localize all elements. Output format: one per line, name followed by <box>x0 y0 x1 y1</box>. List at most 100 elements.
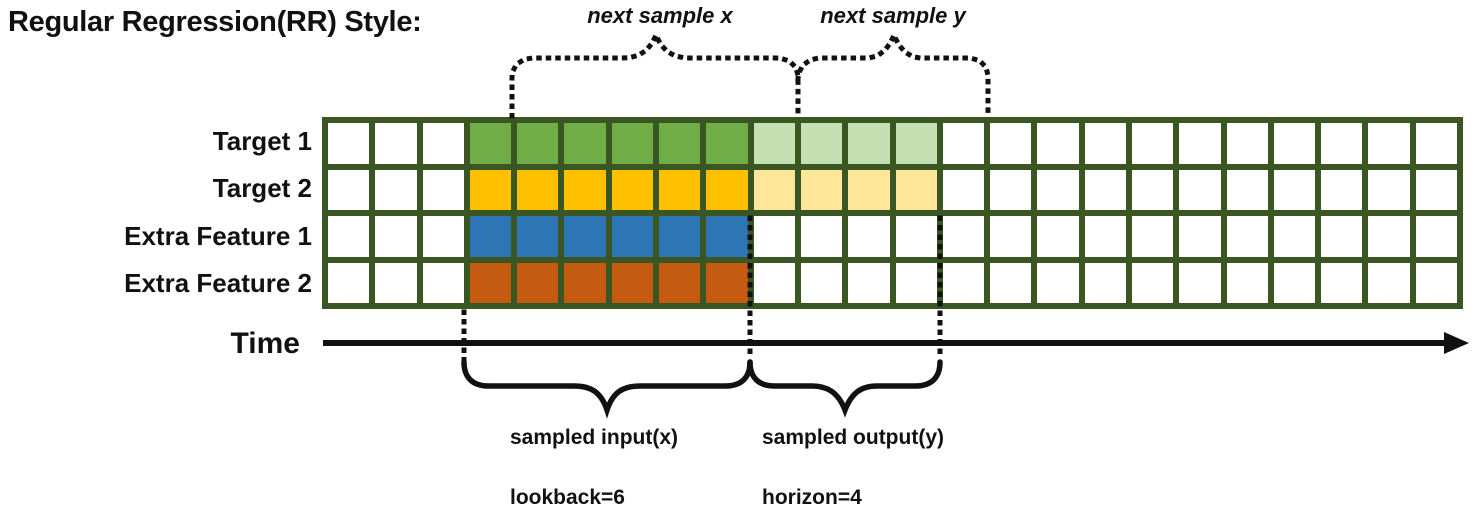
grid-cell <box>1226 123 1268 164</box>
grid-cell <box>375 216 417 257</box>
grid-cell <box>564 262 606 303</box>
grid-cell <box>1368 169 1410 210</box>
grid-cell <box>611 169 654 210</box>
grid-cell <box>1273 169 1316 210</box>
sampled-output-title: sampled output(y) <box>762 426 944 449</box>
grid-cell <box>1084 216 1126 257</box>
grid-cell <box>753 169 795 210</box>
row-label-target-2: Target 2 <box>212 173 312 203</box>
grid-cell <box>1415 123 1457 164</box>
grid-cell <box>1415 216 1457 257</box>
grid-cell <box>469 169 512 210</box>
grid-cell <box>469 262 512 303</box>
grid-cell <box>1084 123 1126 164</box>
grid-cell <box>753 123 795 164</box>
grid-cell <box>1368 123 1410 164</box>
grid-cell <box>469 123 512 164</box>
grid-cell <box>942 216 985 257</box>
horizon-value: horizon=4 <box>762 486 862 509</box>
grid-cell <box>328 216 370 257</box>
grid-cell <box>611 123 654 164</box>
grid-cell <box>800 216 843 257</box>
grid-cell <box>1226 262 1268 303</box>
grid-cell <box>1368 216 1410 257</box>
grid-cell <box>1321 123 1363 164</box>
grid-cell <box>1179 262 1221 303</box>
grid-cell <box>1131 262 1174 303</box>
grid-cell <box>611 216 654 257</box>
grid-cell <box>1179 123 1221 164</box>
sampled-output-brace <box>747 359 943 418</box>
grid-cell <box>942 123 985 164</box>
time-axis-arrowhead <box>1444 332 1469 354</box>
grid-cell <box>1131 169 1174 210</box>
grid-cell <box>942 262 985 303</box>
grid-cell <box>990 216 1032 257</box>
grid-cell <box>1321 216 1363 257</box>
grid-cell <box>800 169 843 210</box>
grid-cell <box>1273 262 1316 303</box>
grid-cell <box>1037 123 1079 164</box>
grid-cell <box>1037 169 1079 210</box>
grid-cell <box>706 169 748 210</box>
grid-cell <box>422 262 464 303</box>
grid-cell <box>1131 123 1174 164</box>
grid-cell <box>564 169 606 210</box>
next-sample-y-brace <box>795 28 991 119</box>
grid-cell <box>1179 169 1221 210</box>
sample-grid <box>322 117 1463 309</box>
row-label-target-1: Target 1 <box>212 126 312 156</box>
grid-cell <box>1084 169 1126 210</box>
time-axis-label: Time <box>230 327 300 360</box>
grid-cell <box>800 262 843 303</box>
grid-cell <box>1273 216 1316 257</box>
grid-cell <box>1037 216 1079 257</box>
grid-cell <box>1321 169 1363 210</box>
sampled-input-annotation: sampled input(x) lookback=6 input_featur… <box>510 423 723 516</box>
grid-cell <box>990 262 1032 303</box>
grid-cell <box>706 216 748 257</box>
grid-cell <box>1226 216 1268 257</box>
grid-cell <box>1037 262 1079 303</box>
grid-cell <box>328 262 370 303</box>
grid-cell <box>895 169 937 210</box>
grid-cell <box>564 216 606 257</box>
grid-cell <box>659 262 701 303</box>
row-label-extra-feature-2: Extra Feature 2 <box>124 268 312 298</box>
next-sample-y-label: next sample y <box>820 3 966 28</box>
grid-cell <box>706 123 748 164</box>
grid-cell <box>1084 262 1126 303</box>
grid-cell <box>1321 262 1363 303</box>
grid-cell <box>753 216 795 257</box>
grid-cell <box>375 123 417 164</box>
grid-cell <box>990 169 1032 210</box>
grid-cell <box>895 262 937 303</box>
grid-cell <box>1273 123 1316 164</box>
grid-cell <box>328 169 370 210</box>
grid-cell <box>800 123 843 164</box>
grid-cell <box>848 262 890 303</box>
grid-cell <box>422 123 464 164</box>
grid-cell <box>1131 216 1174 257</box>
grid-cell <box>659 169 701 210</box>
grid-cell <box>375 262 417 303</box>
sampled-input-brace <box>461 359 753 419</box>
grid-cell <box>469 216 512 257</box>
grid-cell <box>517 262 559 303</box>
grid-cell <box>895 216 937 257</box>
grid-cell <box>895 123 937 164</box>
grid-cell <box>659 216 701 257</box>
grid-cell <box>706 262 748 303</box>
grid-cell <box>753 262 795 303</box>
grid-cell <box>328 123 370 164</box>
grid-cell <box>1415 262 1457 303</box>
grid-cell <box>1179 216 1221 257</box>
grid-cell <box>848 216 890 257</box>
grid-cell <box>564 123 606 164</box>
sampled-output-annotation: sampled output(y) horizon=4 output_featu… <box>762 423 989 516</box>
next-sample-x-label: next sample x <box>587 3 733 28</box>
grid-cell <box>848 169 890 210</box>
grid-cell <box>848 123 890 164</box>
grid-cell <box>517 169 559 210</box>
